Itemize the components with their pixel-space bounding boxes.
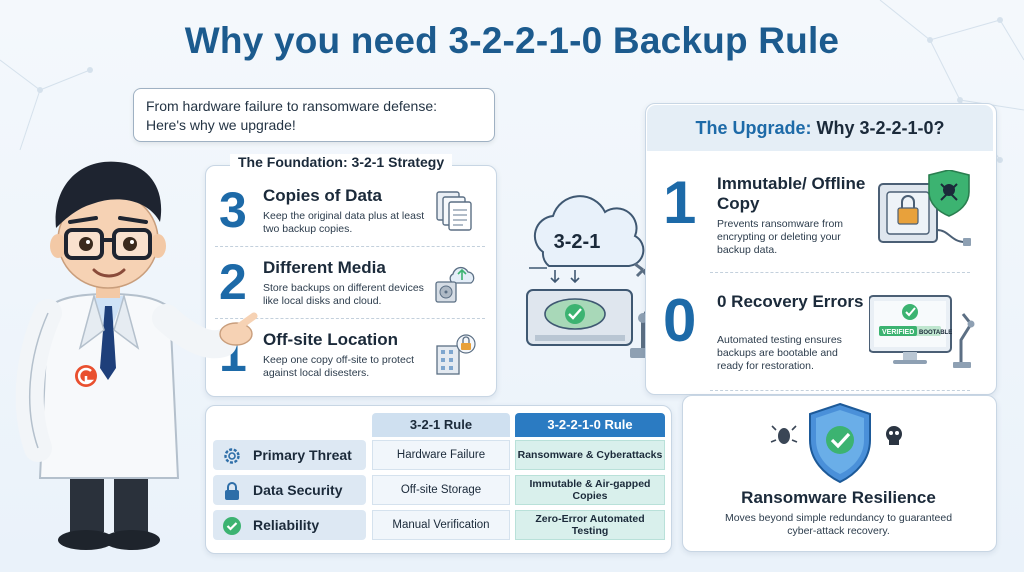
- speech-line-2: Here's why we upgrade!: [146, 117, 296, 133]
- bug-icon: [770, 425, 798, 444]
- foundation-title: The Foundation: 3-2-1 Strategy: [230, 154, 453, 170]
- foundation-divider: [215, 318, 485, 319]
- skull-icon: [886, 426, 902, 445]
- cloud-label: 3-2-1: [554, 231, 601, 253]
- check-circle-icon: [223, 517, 241, 535]
- verified-text: VERIFIED: [882, 329, 914, 336]
- table-header-32210: 3-2-2-1-0 Rule: [515, 413, 665, 437]
- foundation-item-title: Copies of Data: [263, 186, 383, 205]
- foundation-item-title: Off-site Location: [263, 330, 399, 349]
- upgrade-divider: [710, 272, 970, 273]
- table-cell: Immutable & Air-gapped Copies: [515, 475, 665, 505]
- lock-icon: [225, 482, 239, 500]
- monitor-verified-icon: VERIFIED BOOTABLE: [869, 295, 975, 368]
- foundation-item-media: 2 Different Media Store backups on diffe…: [205, 250, 495, 322]
- speech-line-1: From hardware failure to ransomware defe…: [146, 98, 438, 114]
- foundation-item-desc: Store backups on different devices like …: [263, 282, 424, 307]
- resilience-title: Ransomware Resilience: [741, 488, 936, 507]
- upgrade-item-desc: Automated testing ensures backups are bo…: [717, 334, 842, 372]
- foundation-item-title: Different Media: [263, 258, 386, 277]
- table-row-label: Primary Threat: [213, 440, 366, 470]
- row-label-text: Data Security: [253, 482, 343, 498]
- disk-cloud-icon: [435, 266, 475, 303]
- upgrade-item-immutable: 1 Immutable/ Offline Copy Prevents ranso…: [655, 170, 985, 280]
- speech-bubble: From hardware failure to ransomware defe…: [133, 88, 495, 142]
- row-label-text: Primary Threat: [253, 447, 352, 463]
- upgrade-item-desc: Prevents ransomware from encrypting or d…: [717, 218, 844, 256]
- table-cell: Manual Verification: [372, 510, 510, 540]
- foundation-number: 2: [219, 254, 247, 310]
- table-row-label: Reliability: [213, 510, 366, 540]
- upgrade-header: [647, 105, 993, 151]
- upgrade-title: The Upgrade: Why 3-2-2-1-0?: [647, 118, 993, 139]
- upgrade-item-recovery: 0 0 Recovery Errors Automated testing en…: [655, 288, 985, 398]
- upgrade-item-title: 0 Recovery Errors: [717, 292, 864, 311]
- table-cell: Hardware Failure: [372, 440, 510, 470]
- gear-icon: [224, 448, 240, 464]
- page-title: Why you need 3-2-2-1-0 Backup Rule: [184, 20, 840, 61]
- table-row-label: Data Security: [213, 475, 366, 505]
- upgrade-number: 0: [663, 287, 697, 354]
- upgrade-item-title: Immutable/ Offline Copy: [717, 174, 866, 213]
- table-cell: Zero-Error Automated Testing: [515, 510, 665, 540]
- documents-icon: [436, 191, 472, 231]
- foundation-item-copies: 3 Copies of Data Keep the original data …: [205, 178, 495, 250]
- bootable-text: BOOTABLE: [919, 330, 952, 336]
- upgrade-title-main: Why 3-2-2-1-0?: [816, 118, 945, 138]
- table-header-321: 3-2-1 Rule: [372, 413, 510, 437]
- vault-shield-icon: [878, 170, 971, 246]
- building-lock-icon: [436, 334, 476, 375]
- shield-check-icon: [770, 402, 902, 484]
- resilience-desc: Moves beyond simple redundancy to guaran…: [724, 512, 953, 537]
- upgrade-number: 1: [663, 169, 697, 236]
- upgrade-divider: [710, 390, 970, 391]
- foundation-divider: [215, 246, 485, 247]
- foundation-item-desc: Keep one copy off-site to protect agains…: [263, 354, 414, 379]
- upgrade-title-prefix: The Upgrade:: [695, 118, 812, 138]
- table-cell: Ransomware & Cyberattacks: [515, 440, 665, 470]
- cloud-icon: [533, 195, 645, 267]
- foundation-item-desc: Keep the original data plus at least two…: [263, 210, 425, 235]
- row-label-text: Reliability: [253, 517, 320, 533]
- table-cell: Off-site Storage: [372, 475, 510, 505]
- foundation-number: 3: [219, 182, 247, 238]
- character-illustration: [15, 161, 258, 550]
